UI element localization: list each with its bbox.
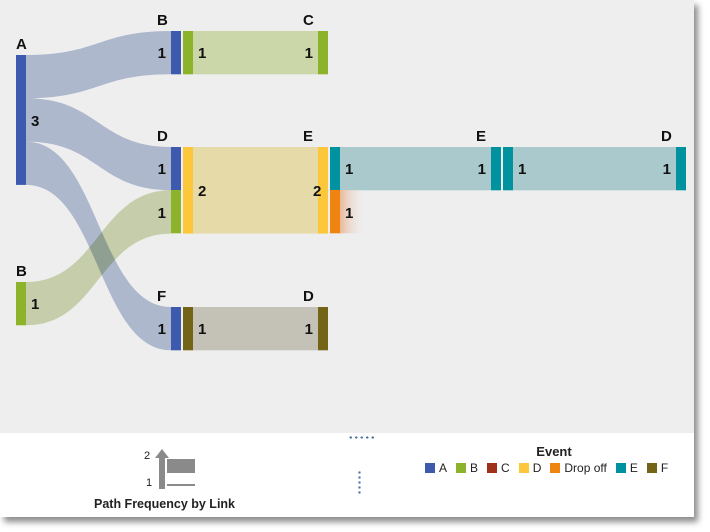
node-E2-in-from-E (491, 147, 501, 191)
legend-item-a[interactable]: A (425, 461, 447, 475)
legend-label: C (501, 461, 510, 475)
legend-label: D (532, 461, 542, 475)
frequency-arrow-icon (155, 449, 169, 489)
legend-swatch (425, 463, 435, 473)
node-B-in-from-A (171, 31, 181, 75)
legend-item-f[interactable]: F (646, 461, 669, 475)
node-E-in-from-D (318, 147, 328, 234)
value-label-E-in: 2 (313, 183, 321, 200)
value-label-A-to-B: 1 (158, 45, 166, 62)
node-label-B: B (157, 12, 168, 29)
chart-frame: A B B C D E E D F D 3 1 1 1 1 1 1 2 2 1 1 1 1 1 1 1 1 2 1 Path Fre… (0, 0, 694, 517)
path-frequency-title: Path Frequency by Link (94, 497, 236, 511)
links-layer (26, 31, 676, 351)
link-E-to-drop-off (340, 190, 366, 234)
link-E-to-E (340, 147, 491, 191)
frequency-min-label: 1 (146, 477, 153, 489)
node-label-D-after-F: D (303, 288, 314, 305)
node-label-E2: E (476, 128, 486, 145)
node-D (183, 147, 193, 234)
legend-swatch (550, 463, 561, 473)
value-label-E2-in: 1 (478, 161, 486, 178)
link-B-to-D (26, 190, 171, 326)
legend-swatch (646, 463, 657, 473)
node-label-D-end: D (661, 128, 672, 145)
value-label-A-to-F: 1 (158, 321, 166, 338)
frequency-max-bar (167, 459, 195, 473)
legend-item-c[interactable]: C (487, 461, 510, 475)
value-label-A-to-D: 1 (158, 161, 166, 178)
node-label-F: F (157, 288, 166, 305)
nodes-layer (16, 31, 686, 351)
resize-handle-horizontal[interactable] (348, 436, 374, 439)
legend-label: F (660, 461, 669, 475)
resize-handle-vertical[interactable] (358, 470, 361, 494)
labels-layer: A B B C D E E D F D 3 1 1 1 1 1 1 2 2 1 1 1 1 1 1 1 1 (16, 12, 672, 338)
frequency-max-label: 2 (144, 450, 151, 462)
legend-item-d[interactable]: D (518, 461, 542, 475)
legend-band (0, 433, 694, 517)
link-A-to-B (26, 31, 171, 99)
value-label-drop-off: 1 (345, 205, 353, 222)
node-B-start (16, 282, 26, 326)
value-label-D-end: 1 (663, 161, 671, 178)
link-D-to-E (193, 147, 318, 234)
event-legend: Event A B C D Drop off E F (425, 444, 685, 475)
value-label-B: 1 (198, 45, 206, 62)
node-F (183, 307, 193, 351)
node-B (183, 31, 193, 75)
legend-item-drop-off[interactable]: Drop off (550, 461, 607, 475)
value-label-B-start: 1 (31, 296, 39, 313)
legend-swatch (615, 463, 626, 473)
legend-item-b[interactable]: B (456, 461, 478, 475)
value-label-E-out: 1 (345, 161, 353, 178)
node-D-in-from-A (171, 147, 181, 191)
value-label-C: 1 (305, 45, 313, 62)
node-A (16, 55, 26, 185)
sankey-chart: A B B C D E E D F D 3 1 1 1 1 1 1 2 2 1 1 1 1 1 1 1 1 (16, 12, 686, 351)
link-B-to-C (193, 31, 318, 75)
node-C-in-from-B (318, 31, 328, 75)
value-label-D: 2 (198, 183, 206, 200)
legend-swatch (518, 463, 529, 473)
node-label-B-start: B (16, 263, 27, 280)
link-F-to-D (193, 307, 318, 351)
node-D-in-from-F (318, 307, 328, 351)
value-label-A: 3 (31, 113, 39, 130)
node-label-A: A (16, 36, 27, 53)
event-legend-items: A B C D Drop off E F (425, 461, 685, 475)
link-A-to-D (26, 98, 171, 191)
link-E-to-D (513, 147, 676, 191)
value-label-D-after-F: 1 (305, 321, 313, 338)
node-E (330, 147, 340, 191)
legend-swatch (487, 463, 498, 473)
legend-swatch (456, 463, 467, 473)
node-drop-off (330, 190, 340, 234)
node-label-E: E (303, 128, 313, 145)
node-D-end-in-from-E (676, 147, 686, 191)
legend-label: Drop off (564, 461, 607, 475)
value-label-B-to-D: 1 (158, 205, 166, 222)
node-label-C: C (303, 12, 314, 29)
legend-label: E (629, 461, 638, 475)
chart-area: A B B C D E E D F D 3 1 1 1 1 1 1 2 2 1 1 1 1 1 1 1 1 (0, 0, 694, 433)
legend-label: A (439, 461, 448, 475)
frequency-min-bar (167, 484, 195, 486)
value-label-E2-out: 1 (518, 161, 526, 178)
legend-item-e[interactable]: E (615, 461, 638, 475)
legend-label: B (470, 461, 479, 475)
node-label-D: D (157, 128, 168, 145)
event-legend-title: Event (536, 444, 572, 459)
path-frequency-legend: 2 1 (90, 444, 250, 514)
node-E2 (503, 147, 513, 191)
node-D-in-from-B (171, 190, 181, 234)
value-label-F: 1 (198, 321, 206, 338)
node-F-in-from-A (171, 307, 181, 351)
